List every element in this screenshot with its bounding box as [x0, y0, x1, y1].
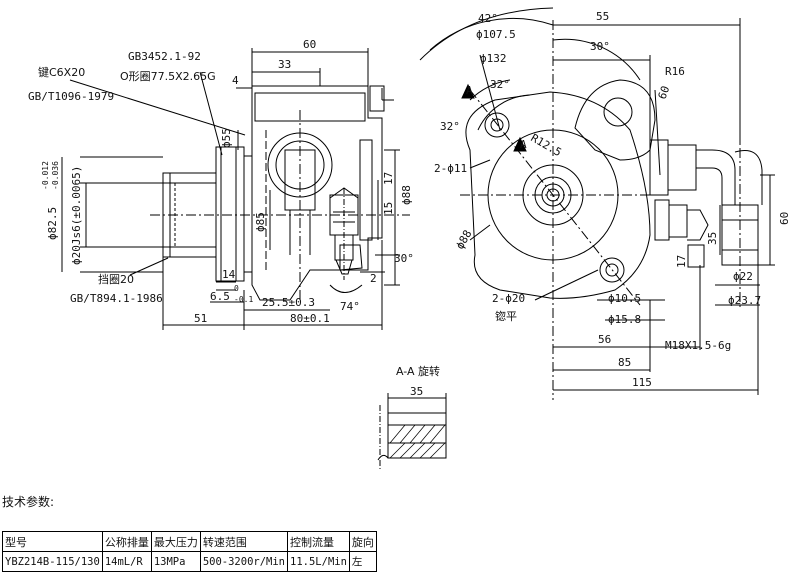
header-model: 型号 [2, 531, 103, 552]
header-rotation: 旋向 [348, 531, 377, 552]
dim-2: 2 [370, 272, 377, 285]
table-header-row: 型号 公称排量 最大压力 转速范围 控制流量 旋向 [2, 531, 377, 552]
section-a-a [377, 393, 447, 470]
dim-35-right: 35 [706, 232, 719, 245]
dim-phi107-5: ϕ107.5 [476, 28, 516, 41]
dim-42deg: 42° [478, 12, 498, 25]
dim-4: 4 [232, 74, 239, 87]
dim-phi88-left: ϕ88 [400, 185, 413, 205]
table-row: YBZ214B-115/130 14mL/R 13MPa 500-3200r/M… [2, 551, 377, 572]
key-standard-label: GB/T1096-1979 [28, 90, 114, 103]
dim-17-right: 17 [675, 255, 688, 268]
dim-phi132: ϕ132 [480, 52, 507, 65]
holes-2-phi20: 2-ϕ20 [492, 292, 525, 305]
dim-80: 80±0.1 [290, 312, 330, 325]
value-speed-range: 500-3200r/Min [199, 551, 289, 572]
side-view [61, 48, 410, 330]
end-view [419, 7, 775, 400]
thread-m18: M18X1.5-6g [665, 339, 731, 352]
dim-32deg-a: 32° [490, 78, 510, 91]
value-control-flow: 11.5L/Min [287, 551, 350, 572]
dim-phi23-7: ϕ23.7 [728, 294, 761, 307]
tol-6-5-lower: -0.1 [234, 295, 253, 304]
dim-55: 55 [596, 10, 609, 23]
value-rotation: 左 [348, 551, 377, 572]
value-max-pressure: 13MPa [150, 551, 201, 572]
dim-30deg-left: 30° [394, 252, 414, 265]
tech-params-table: 型号 公称排量 最大压力 转速范围 控制流量 旋向 YBZ214B-115/13… [2, 531, 377, 572]
section-title: A-A 旋转 [396, 364, 440, 378]
engineering-drawing: 键C6X20 GB/T1096-1979 GB3452.1-92 O形圈77.5… [28, 7, 791, 470]
dim-phi20: ϕ20Js6(±0.0065) [70, 166, 83, 265]
tol-phi82-lower: -0.036 [51, 161, 60, 190]
dim-phi15-8: ϕ15.8 [608, 313, 641, 326]
dim-60b: 60 [778, 212, 791, 225]
dim-33: 33 [278, 58, 291, 71]
oring-label: O形圈77.5X2.65G [120, 70, 216, 83]
header-control-flow: 控制流量 [287, 531, 350, 552]
value-displacement: 14mL/R [101, 551, 152, 572]
tol-phi82-upper: -0.012 [41, 161, 50, 190]
section-dim-35: 35 [410, 385, 423, 398]
dim-phi82: ϕ82.5 [46, 207, 59, 240]
dim-r16: R16 [665, 65, 685, 78]
header-max-pressure: 最大压力 [150, 531, 201, 552]
dim-56: 56 [598, 333, 611, 346]
header-speed-range: 转速范围 [199, 531, 289, 552]
dim-60-right: 60 [656, 84, 673, 101]
dim-r12-5: R12.5 [529, 131, 564, 159]
dim-6-5: 6.5 [210, 290, 230, 303]
dim-14: 14 [222, 268, 236, 281]
spotface-label: 锪平 [495, 310, 517, 323]
header-displacement: 公称排量 [101, 531, 152, 552]
dim-74deg: 74° [340, 300, 360, 313]
dim-17-left: 17 [382, 172, 395, 185]
dim-32deg-b: 32° [440, 120, 460, 133]
tech-params-heading: 技术参数: [2, 495, 55, 509]
dim-30deg-right: 30° [590, 40, 610, 53]
oring-standard-label: GB3452.1-92 [128, 50, 201, 63]
dim-phi88-right: ϕ88 [453, 228, 474, 252]
dim-25-5: 25.5±0.3 [262, 296, 315, 309]
dim-85: 85 [618, 356, 631, 369]
dim-phi55: ϕ55 [220, 128, 233, 148]
dim-phi22: ϕ22 [733, 270, 753, 283]
holes-2-phi11: 2-ϕ11 [434, 162, 467, 175]
tol-6-5-upper: 0 [234, 284, 239, 293]
dim-60-left: 60 [303, 38, 316, 51]
section-marker-a-1: A [466, 84, 473, 97]
dim-phi85: ϕ85 [254, 212, 267, 232]
dim-115: 115 [632, 376, 652, 389]
dim-51: 51 [194, 312, 207, 325]
section-marker-a-2: A [520, 138, 527, 151]
value-model: YBZ214B-115/130 [2, 551, 103, 572]
key-label: 键C6X20 [38, 65, 85, 79]
dim-15: 15 [382, 202, 395, 215]
dim-phi10-5: ϕ10.5 [608, 292, 641, 305]
circlip-label: 挡圈20 [98, 272, 134, 286]
circlip-standard-label: GB/T894.1-1986 [70, 292, 163, 305]
